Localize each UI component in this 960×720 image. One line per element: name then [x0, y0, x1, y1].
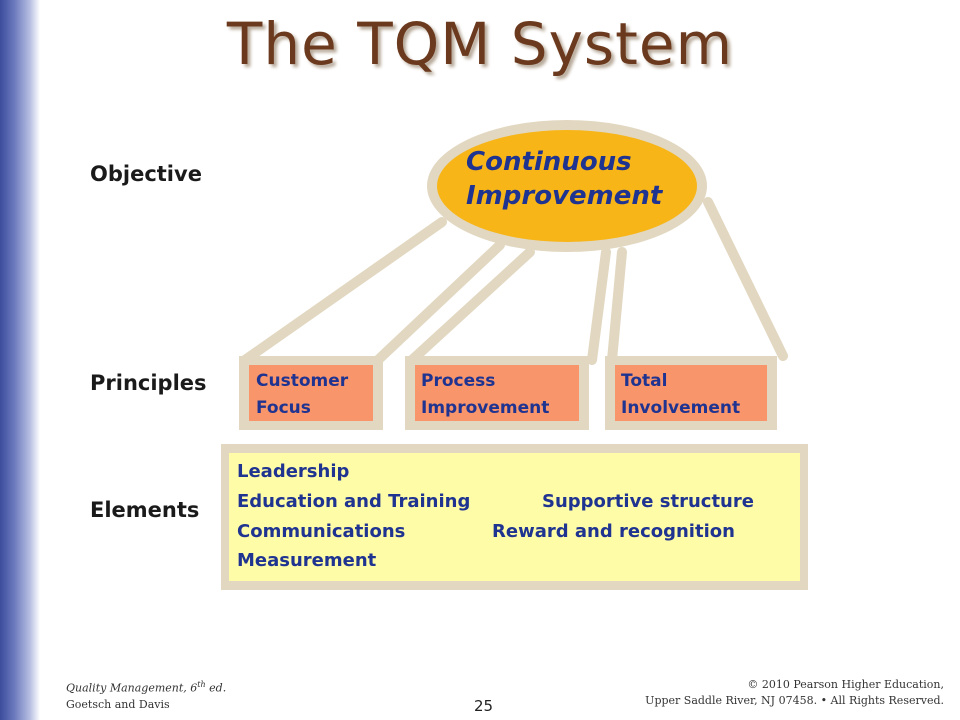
principle-box-process-improvement — [415, 365, 579, 421]
element-supportive-structure: Supportive structure — [542, 491, 754, 512]
element-education-training: Education and Training — [237, 491, 471, 512]
connector-line-5 — [607, 247, 627, 365]
principle-line-2: Involvement — [621, 398, 741, 418]
principle-line-1: Process — [421, 371, 496, 391]
principle-line-2: Focus — [256, 398, 311, 418]
connector-line-4 — [587, 247, 611, 365]
copyright-line-2: Upper Saddle River, NJ 07458. • All Righ… — [645, 694, 944, 707]
footer-authors: Goetsch and Davis — [66, 697, 170, 711]
principle-line-2: Improvement — [421, 398, 550, 418]
elements-box — [229, 453, 800, 581]
element-measurement: Measurement — [237, 550, 377, 571]
principle-line-1: Customer — [256, 371, 349, 391]
element-communications: Communications — [237, 521, 406, 542]
row-label-elements: Elements — [90, 498, 200, 522]
connector-line-3 — [407, 247, 535, 365]
principle-line-1: Total — [621, 371, 668, 391]
principle-text-customer-focus: Customer Focus — [256, 368, 348, 422]
slide-sidebar-gradient — [0, 0, 40, 720]
objective-line-2: Improvement — [466, 181, 663, 211]
objective-ellipse — [437, 130, 697, 242]
principle-box-total-involvement — [615, 365, 767, 421]
connector-line-2 — [373, 240, 505, 365]
principle-text-total-involvement: Total Involvement — [621, 368, 740, 422]
objective-text: Continuous Improvement — [466, 145, 662, 213]
objective-line-1: Continuous — [466, 147, 632, 177]
connector-line-6 — [703, 197, 788, 361]
slide-title: The TQM System — [226, 10, 734, 78]
footer-book-title: Quality Management, 6th ed. — [66, 677, 226, 697]
principle-box-customer-focus — [249, 365, 373, 421]
connector-line-1 — [240, 217, 447, 365]
row-label-objective: Objective — [90, 162, 202, 186]
copyright-line-1: © 2010 Pearson Higher Education, — [747, 678, 944, 691]
footer-copyright: © 2010 Pearson Higher Education, Upper S… — [645, 677, 944, 709]
book-title-suffix: ed. — [205, 681, 227, 695]
footer-book-info: Quality Management, 6th ed. Goetsch and … — [66, 677, 226, 713]
element-reward-recognition: Reward and recognition — [492, 521, 735, 542]
page-number: 25 — [474, 697, 494, 715]
book-title-sup: th — [197, 680, 206, 689]
principle-text-process-improvement: Process Improvement — [421, 368, 549, 422]
element-leadership: Leadership — [237, 461, 350, 482]
book-title-prefix: Quality Management, 6 — [66, 681, 198, 695]
row-label-principles: Principles — [90, 371, 207, 395]
